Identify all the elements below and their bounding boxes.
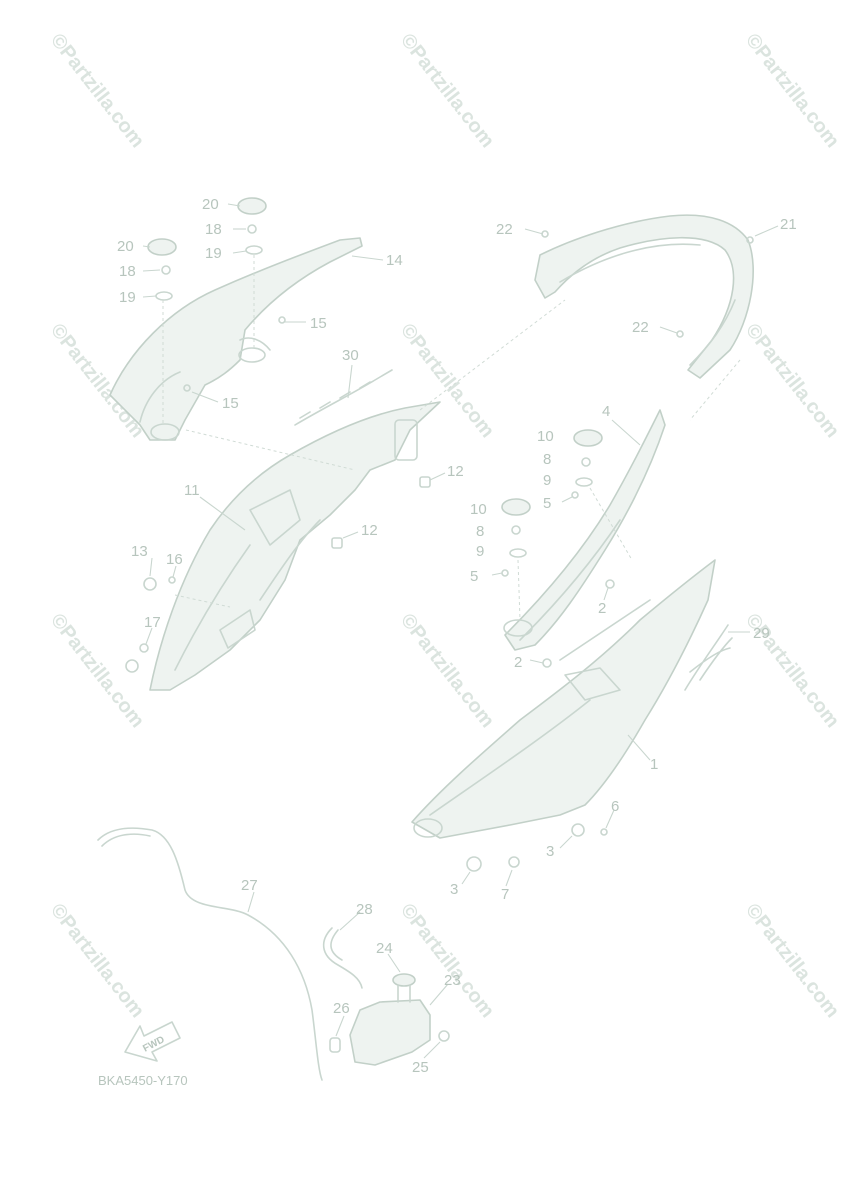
- callout-27: 27: [241, 877, 258, 894]
- callout-26: 26: [333, 1000, 350, 1017]
- callout-15: 15: [310, 315, 327, 332]
- part-reservoir: [329, 973, 450, 1066]
- callout-28: 28: [356, 901, 373, 918]
- callout-1: 1: [650, 756, 658, 773]
- callout-2: 2: [514, 654, 522, 671]
- callout-6: 6: [611, 798, 619, 815]
- leader-lines: [142, 203, 779, 1059]
- part-emblem: [684, 624, 733, 691]
- callout-30: 30: [342, 347, 359, 364]
- callout-22: 22: [496, 221, 513, 238]
- callout-11: 11: [184, 482, 200, 499]
- callout-8: 8: [476, 523, 484, 540]
- callout-25: 25: [412, 1059, 429, 1076]
- callouts: 20 18 19 20 18 19 14 15 15 30 22 21 22 4…: [117, 196, 797, 1076]
- callout-20: 20: [202, 196, 219, 213]
- callout-24: 24: [376, 940, 393, 957]
- part-cable: [294, 369, 393, 426]
- callout-22: 22: [632, 319, 649, 336]
- part-side-cover: [411, 559, 716, 839]
- callout-2: 2: [598, 600, 606, 617]
- watermark: ©Partzilla.com: [396, 610, 498, 732]
- callout-8: 8: [543, 451, 551, 468]
- callout-3: 3: [546, 843, 554, 860]
- watermark: ©Partzilla.com: [46, 30, 148, 152]
- watermark: ©Partzilla.com: [741, 30, 843, 152]
- callout-14: 14: [386, 252, 403, 269]
- callout-19: 19: [119, 289, 136, 306]
- callout-13: 13: [131, 543, 148, 560]
- watermark: ©Partzilla.com: [46, 900, 148, 1022]
- watermark: ©Partzilla.com: [396, 30, 498, 152]
- callout-18: 18: [119, 263, 136, 280]
- part-grab-bar: [109, 237, 363, 441]
- callout-21: 21: [780, 216, 797, 233]
- callout-12: 12: [361, 522, 378, 539]
- watermark: ©Partzilla.com: [741, 900, 843, 1022]
- callout-12: 12: [447, 463, 464, 480]
- callout-15: 15: [222, 395, 239, 412]
- callout-3: 3: [450, 881, 458, 898]
- watermark: ©Partzilla.com: [46, 610, 148, 732]
- callout-7: 7: [501, 886, 509, 903]
- callout-10: 10: [470, 501, 487, 518]
- callout-9: 9: [543, 472, 551, 489]
- callout-5: 5: [470, 568, 478, 585]
- callout-16: 16: [166, 551, 183, 568]
- callout-18: 18: [205, 221, 222, 238]
- callout-9: 9: [476, 543, 484, 560]
- fasteners: [125, 197, 754, 872]
- callout-20: 20: [117, 238, 134, 255]
- part-side-frame: [149, 401, 441, 691]
- callout-23: 23: [444, 972, 461, 989]
- callout-5: 5: [543, 495, 551, 512]
- part-inner-cover: [503, 409, 666, 651]
- callout-4: 4: [602, 403, 610, 420]
- callout-19: 19: [205, 245, 222, 262]
- watermarks: ©Partzilla.com ©Partzilla.com ©Partzilla…: [46, 30, 843, 1022]
- watermark: ©Partzilla.com: [741, 320, 843, 442]
- callout-17: 17: [144, 614, 161, 631]
- diagram-code: BKA5450-Y170: [98, 1073, 188, 1088]
- callout-29: 29: [753, 625, 770, 642]
- part-rear-grab-bar: [534, 214, 754, 379]
- part-small-hose: [322, 927, 363, 989]
- fwd-arrow-icon: FWD: [124, 1021, 181, 1062]
- callout-10: 10: [537, 428, 554, 445]
- part-hose: [97, 827, 323, 1081]
